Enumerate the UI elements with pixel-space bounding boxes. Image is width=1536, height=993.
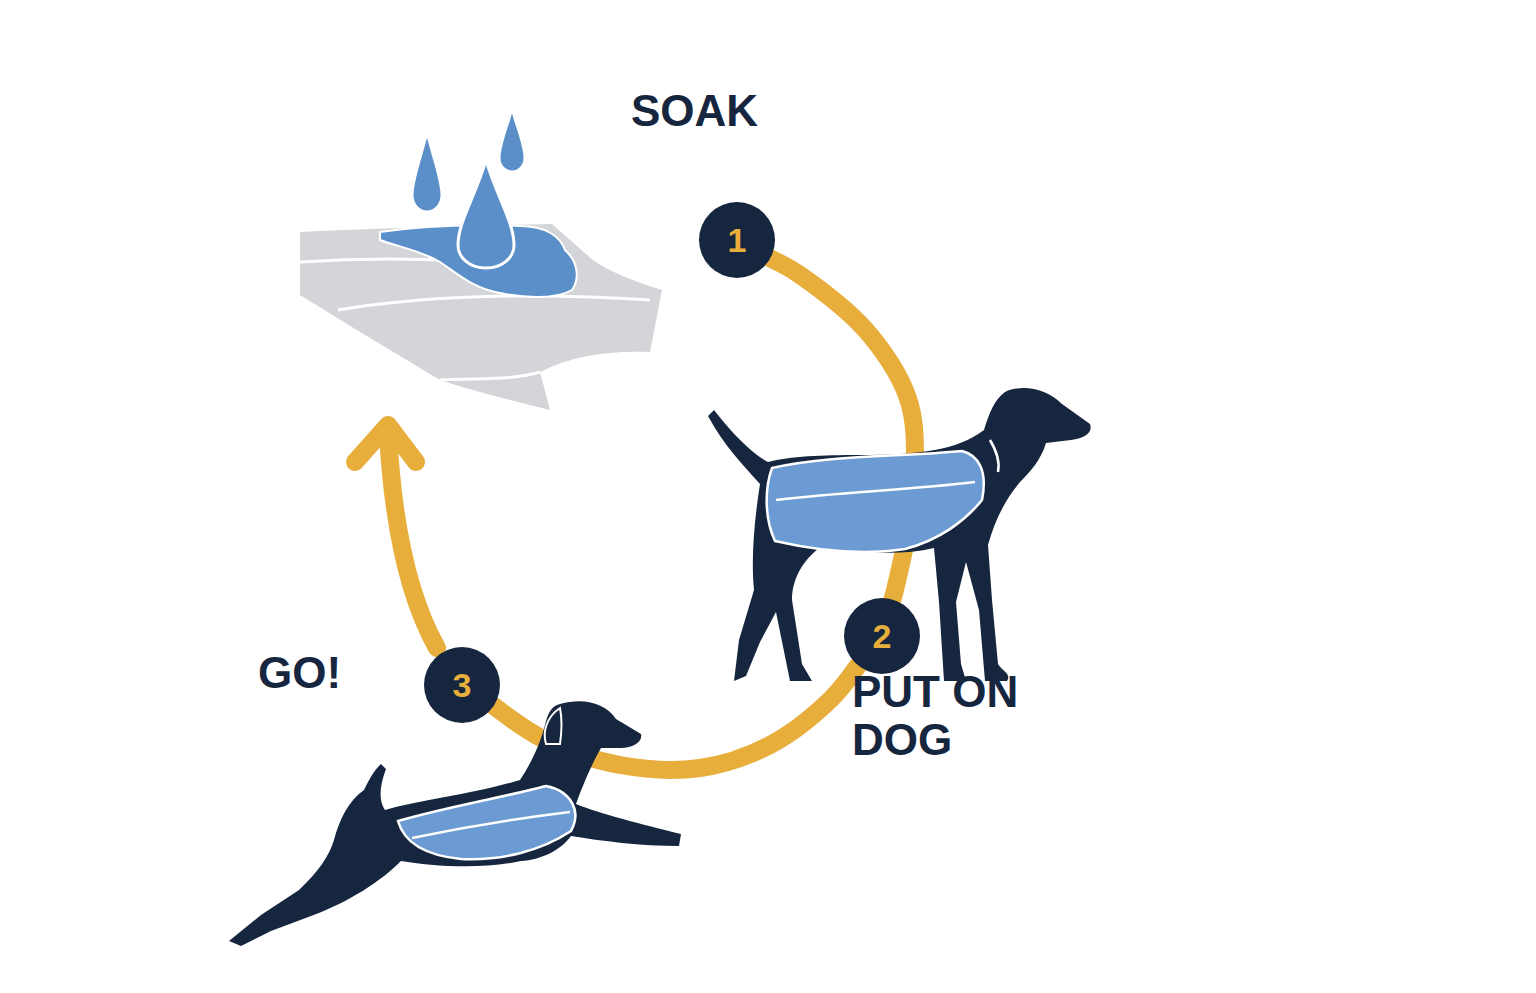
step-label: SOAK (631, 87, 831, 135)
step-label: PUT ON DOG (852, 668, 1052, 763)
arrow-head (355, 425, 416, 462)
standing-dog (708, 388, 1091, 681)
step-circle: PUT ON DOG2 (844, 598, 920, 674)
step-number: 3 (424, 647, 500, 723)
step-circle: SOAK1 (699, 202, 775, 278)
water-drops (412, 108, 525, 268)
running-dog (229, 701, 681, 946)
step-number: 1 (699, 202, 775, 278)
step-number: 2 (844, 598, 920, 674)
step-circle: GO!3 (424, 647, 500, 723)
step-label: GO! (258, 649, 458, 697)
